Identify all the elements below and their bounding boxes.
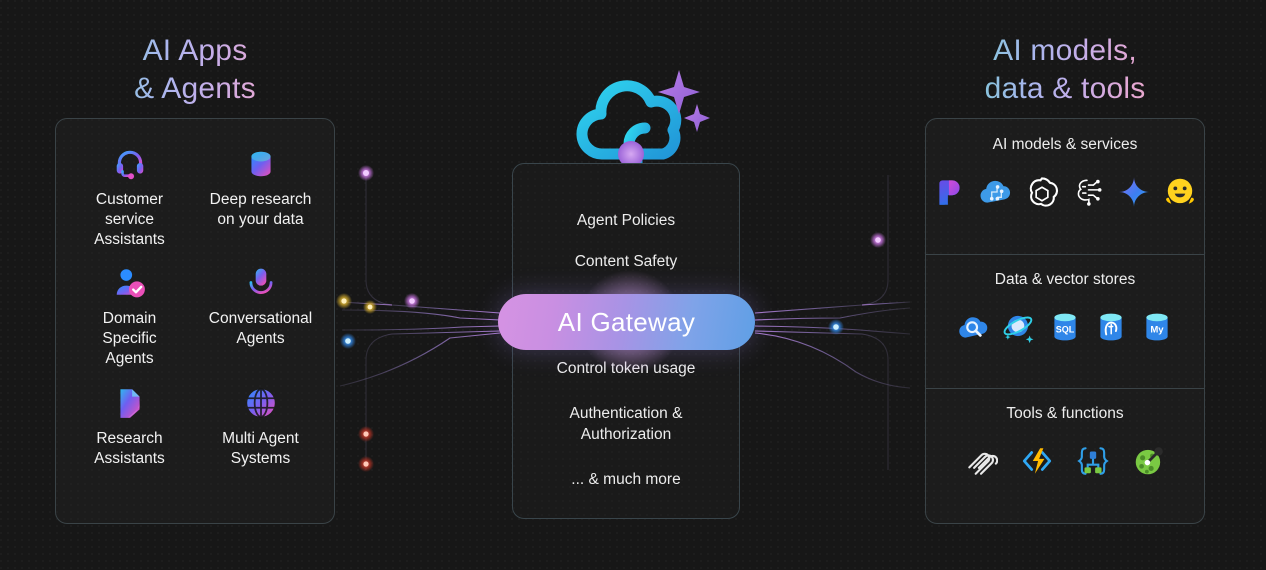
sql-database-icon[interactable]: SQL xyxy=(1048,310,1082,344)
mysql-icon[interactable]: My xyxy=(1140,310,1174,344)
person-verified-icon xyxy=(116,269,145,298)
document-report-icon xyxy=(119,388,140,418)
cosmos-db-icon[interactable] xyxy=(1002,310,1036,344)
right-heading: AI models, data & tools xyxy=(925,32,1205,108)
gateway-feature-item: Agent Policies xyxy=(576,212,676,229)
globe-icon xyxy=(246,387,275,418)
cloud-sparkle-icon xyxy=(576,70,710,174)
openai-icon[interactable] xyxy=(1025,175,1059,209)
ai-gateway-button[interactable]: AI Gateway xyxy=(498,294,755,350)
right-sections: AI models & services xyxy=(925,119,1205,523)
section-title: AI models & services xyxy=(992,136,1138,153)
ai-apps-grid: Customer service Assistants Deep researc… xyxy=(56,119,334,523)
headset-icon xyxy=(116,150,143,180)
azure-ai-foundry-icon[interactable] xyxy=(933,175,967,209)
app-item-customer-service[interactable]: Customer service Assistants xyxy=(64,141,195,260)
hugging-face-icon[interactable] xyxy=(1163,175,1197,209)
gateway-feature-item: Authentication & Authorization xyxy=(569,405,683,443)
gemini-sparkle-icon[interactable] xyxy=(1117,175,1151,209)
microphone-icon xyxy=(249,268,272,300)
app-item-label: Domain Specific Agents xyxy=(102,310,157,368)
app-item-label: Deep research on your data xyxy=(209,191,312,228)
azure-ai-search-icon[interactable] xyxy=(956,310,990,344)
gateway-feature-item: Control token usage xyxy=(556,360,696,377)
app-item-domain-specific[interactable]: Domain Specific Agents xyxy=(64,260,195,379)
app-item-label: Research Assistants xyxy=(94,429,165,467)
api-schema-icon[interactable] xyxy=(1076,444,1110,478)
section-title: Data & vector stores xyxy=(994,270,1136,288)
app-item-multi-agent[interactable]: Multi Agent Systems xyxy=(195,380,326,499)
models-data-tools-panel: AI models & services xyxy=(925,118,1205,524)
postgresql-icon[interactable] xyxy=(1094,310,1128,344)
icon-row xyxy=(933,175,1197,209)
icon-row xyxy=(964,444,1166,478)
ai-apps-panel: Customer service Assistants Deep researc… xyxy=(55,118,335,524)
svg-text:SQL: SQL xyxy=(1056,324,1075,334)
app-item-deep-research[interactable]: Deep research on your data xyxy=(195,141,326,260)
azure-functions-icon[interactable] xyxy=(1020,444,1054,478)
gateway-feature-item: Content Safety xyxy=(574,253,678,270)
section-title: Tools & functions xyxy=(1006,405,1124,423)
section-tools-functions: Tools & functions xyxy=(925,388,1205,523)
app-item-label: Multi Agent Systems xyxy=(222,429,299,467)
svg-text:My: My xyxy=(1150,324,1164,335)
ai-gateway-label: AI Gateway xyxy=(557,306,696,337)
icon-row: SQL My xyxy=(956,310,1174,344)
left-heading: AI Apps & Agents xyxy=(55,32,335,108)
deepseek-neural-icon[interactable] xyxy=(1071,175,1105,209)
database-icon xyxy=(250,151,271,177)
app-item-label: Customer service Assistants xyxy=(94,191,165,248)
section-ai-models: AI models & services xyxy=(926,119,1204,254)
app-item-conversational[interactable]: Conversational Agents xyxy=(195,260,326,379)
azure-machine-learning-icon[interactable] xyxy=(979,175,1013,209)
section-data-stores: Data & vector stores xyxy=(925,253,1205,389)
app-item-research-assistants[interactable]: Research Assistants xyxy=(64,380,195,499)
mcp-icon[interactable] xyxy=(964,444,998,478)
bing-search-icon[interactable] xyxy=(1132,444,1166,478)
app-item-label: Conversational Agents xyxy=(208,310,313,348)
gateway-feature-item: ... & much more xyxy=(571,471,681,488)
